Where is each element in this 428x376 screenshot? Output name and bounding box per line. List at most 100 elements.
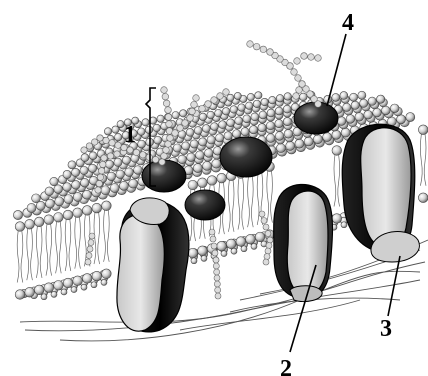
integral-protein-3 [342, 124, 419, 262]
phospholipid-head [219, 121, 227, 129]
phospholipid-head [41, 294, 47, 300]
phospholipid-head [224, 132, 232, 140]
sugar-bead [267, 49, 274, 56]
phospholipid-head [63, 183, 72, 192]
phospholipid-head [207, 136, 215, 144]
sugar-bead [266, 243, 272, 249]
phospholipid-head [207, 176, 217, 186]
phospholipid-head [377, 95, 385, 103]
phospholipid-head [382, 106, 391, 115]
phospholipid-head [258, 124, 266, 132]
phospholipid-head [275, 107, 283, 115]
phospholipid-head [34, 285, 44, 295]
phospholipid-head [283, 105, 291, 113]
marker-3: 3 [380, 316, 392, 342]
phospholipid-head [129, 179, 138, 188]
phospholipid-head [204, 149, 213, 158]
sugar-bead [205, 101, 212, 108]
marker-1: 1 [124, 122, 136, 148]
phospholipid-head [269, 96, 277, 104]
phospholipid-head [54, 213, 64, 223]
phospholipid-head [355, 113, 364, 122]
phospholipid-head [82, 206, 92, 216]
sugar-bead [152, 156, 158, 162]
phospholipid-head [341, 128, 350, 137]
sugar-bead [287, 63, 294, 70]
phospholipid-head [230, 106, 238, 114]
phospholipid-head [346, 115, 355, 124]
phospholipid-head [194, 127, 202, 135]
phospholipid-head [198, 246, 208, 256]
phospholipid-head [196, 151, 205, 160]
phospholipid-head [343, 103, 351, 111]
phospholipid-head [236, 237, 246, 247]
sugar-bead [187, 115, 194, 122]
sugar-bead [213, 257, 219, 263]
sugar-bead [95, 187, 101, 193]
phospholipid-head [226, 239, 236, 249]
phospholipid-head [92, 203, 102, 213]
phospholipid-head [418, 125, 428, 135]
phospholipid-head [313, 135, 322, 144]
phospholipid-head [284, 93, 292, 101]
sugar-bead [87, 246, 93, 252]
sugar-bead [114, 151, 120, 157]
sugar-bead [214, 281, 220, 287]
phospholipid-head [63, 170, 71, 178]
phospholipid-head [44, 283, 54, 293]
phospholipid-head [235, 117, 243, 125]
phospholipid-head [15, 290, 25, 300]
phospholipid-head [251, 113, 259, 121]
sugar-bead [115, 142, 121, 148]
phospholipid-head [323, 133, 332, 142]
phospholipid-head [178, 155, 187, 164]
sugar-bead [101, 155, 107, 161]
phospholipid-head [125, 168, 134, 177]
phospholipid-head [82, 190, 91, 199]
sugar-bead [210, 236, 216, 242]
phospholipid-head [73, 276, 83, 286]
peripheral-protein-small [185, 190, 225, 220]
phospholipid-head [227, 119, 235, 127]
phospholipid-head [134, 166, 143, 175]
sugar-bead [97, 135, 103, 141]
phospholipid-head [45, 187, 54, 196]
phospholipid-head [32, 194, 41, 203]
phospholipid-head [210, 123, 218, 131]
sugar-bead [89, 233, 95, 239]
phospholipid-head [221, 251, 227, 257]
phospholipid-head [261, 98, 269, 106]
phospholipid-head [397, 115, 406, 124]
sugar-bead [177, 125, 184, 132]
phospholipid-head [119, 181, 128, 190]
sugar-bead [247, 41, 254, 48]
phospholipid-head [105, 160, 113, 168]
phospholipid-head [259, 111, 267, 119]
phospholipid-head [64, 195, 73, 204]
phospholipid-head [247, 93, 254, 100]
phospholipid-head [215, 109, 223, 117]
phospholipid-head [249, 126, 257, 134]
sugar-bead [107, 153, 113, 159]
sugar-bead [260, 46, 267, 53]
sugar-bead [172, 130, 179, 137]
phospholipid-head [138, 140, 146, 148]
sugar-bead [85, 259, 91, 265]
phospholipid-head [187, 153, 196, 162]
phospholipid-head [73, 208, 83, 218]
phospholipid-head [191, 258, 197, 264]
phospholipid-head [332, 94, 340, 102]
phospholipid-head [295, 139, 304, 148]
phospholipid-head [332, 214, 342, 224]
sugar-bead [214, 275, 220, 281]
phospholipid-head [102, 269, 112, 279]
phospholipid-head [142, 119, 149, 126]
sugar-bead [167, 135, 174, 142]
phospholipid-head [418, 193, 428, 203]
phospholipid-head [283, 117, 291, 125]
phospholipid-head [188, 248, 198, 258]
phospholipid-head [255, 92, 262, 99]
sugar-bead [215, 293, 221, 299]
phospholipid-head [51, 291, 57, 297]
sugar-bead [100, 161, 106, 167]
